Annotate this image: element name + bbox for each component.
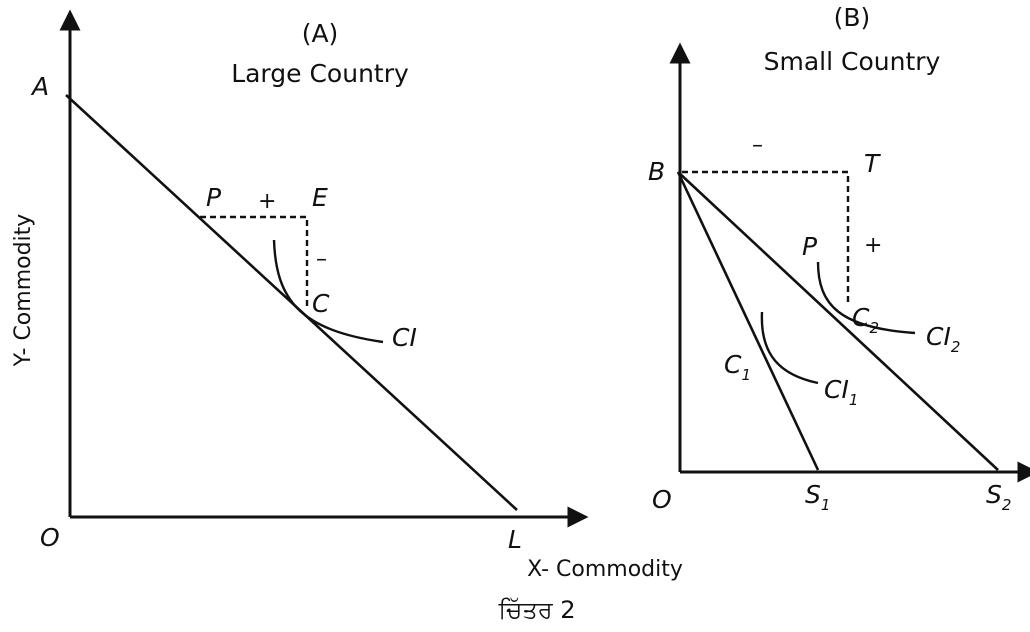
panel-a-label-a: A — [30, 72, 49, 101]
panel-b-plus-sign: + — [864, 233, 882, 258]
panel-b-label-s1: S1 — [805, 480, 830, 514]
panel-b-subtitle: Small Country — [764, 47, 941, 76]
panel-a-label-l: L — [508, 525, 522, 554]
panel-b-dashed-triangle — [682, 170, 850, 306]
panel-b-label-c2: C2 — [852, 303, 879, 337]
panel-a: (A) Large Country A O L P E C CI + – — [30, 9, 589, 554]
panel-b-label-ci2: CI2 — [926, 322, 960, 356]
panel-a-dashed-triangle — [200, 215, 309, 308]
panel-a-title: (A) — [302, 19, 339, 48]
panel-a-label-ci: CI — [392, 323, 417, 352]
panel-a-label-o: O — [40, 523, 60, 552]
panel-b-label-o: O — [652, 485, 672, 514]
panel-a-label-p: P — [206, 183, 222, 212]
x-axis-label: X- Commodity — [527, 557, 683, 582]
panel-b-label-t: T — [864, 149, 881, 178]
panel-b: (B) Small Country B T O P C1 C2 CI1 CI2 … — [648, 3, 1030, 514]
panel-b-label-ci1: CI1 — [824, 375, 858, 409]
panel-a-subtitle: Large Country — [231, 59, 409, 88]
panel-b-price-line-s1 — [676, 171, 820, 471]
panel-a-indifference-curve — [272, 239, 384, 344]
panel-b-label-s2: S2 — [986, 480, 1011, 514]
y-axis-label: Y- Commodity — [11, 214, 36, 368]
panel-a-plus-sign: + — [258, 189, 276, 214]
panel-b-title: (B) — [834, 3, 871, 32]
panel-a-label-c: C — [312, 289, 330, 318]
panel-b-price-line-s2 — [677, 171, 999, 471]
panel-a-minus-sign: – — [316, 247, 327, 272]
figure-caption: ਚਿੱਤਰ 2 — [497, 596, 575, 624]
panel-b-indifference-curve-1 — [760, 311, 819, 385]
panel-b-indifference-curve-2 — [816, 261, 916, 335]
panel-b-minus-sign: – — [752, 133, 763, 158]
panel-b-label-p: P — [802, 232, 818, 261]
panel-b-label-c1: C1 — [724, 350, 751, 384]
panel-b-label-b: B — [648, 157, 665, 186]
panel-a-label-e: E — [312, 183, 328, 212]
